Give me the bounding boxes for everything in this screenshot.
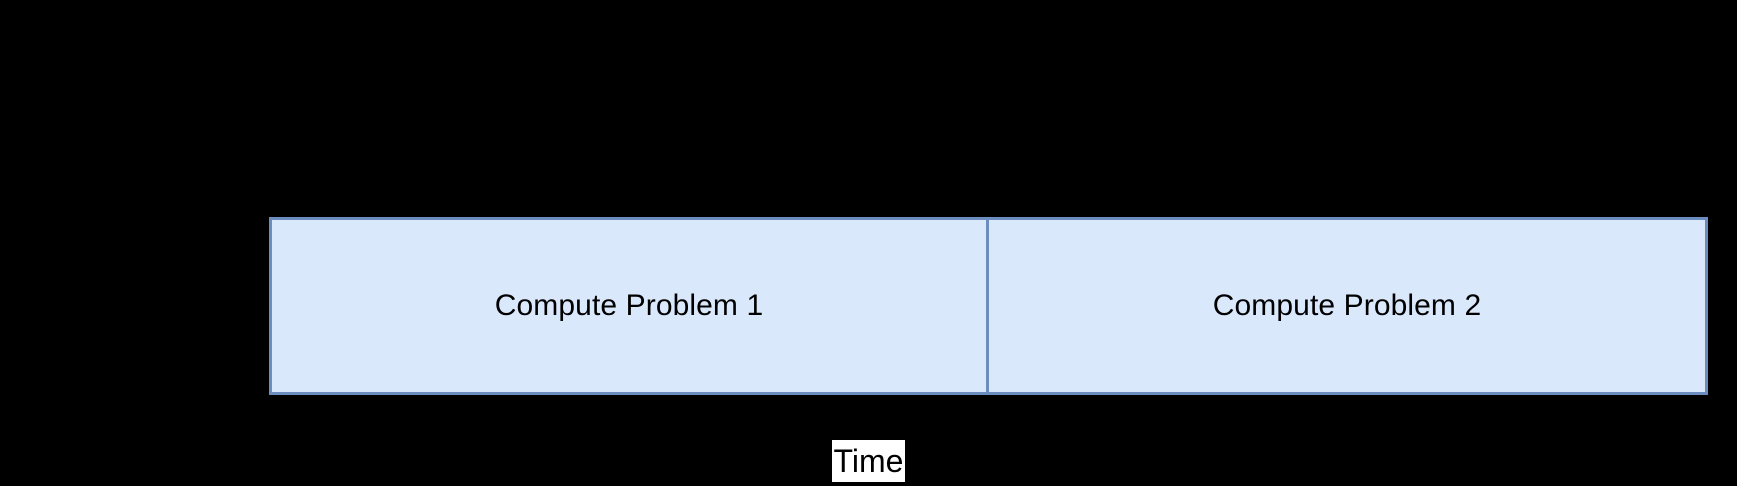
timeline-block-label: Compute Problem 1 — [494, 289, 764, 322]
timeline-block-compute-problem-1[interactable]: Compute Problem 1 — [269, 217, 990, 395]
time-axis-caption: Time — [0, 440, 1737, 482]
timeline-block-label: Compute Problem 2 — [1212, 289, 1482, 322]
timeline-block-row: Compute Problem 1 Compute Problem 2 — [269, 217, 1708, 395]
timeline-block-compute-problem-2[interactable]: Compute Problem 2 — [986, 217, 1708, 395]
time-axis-caption-label: Time — [831, 440, 906, 482]
